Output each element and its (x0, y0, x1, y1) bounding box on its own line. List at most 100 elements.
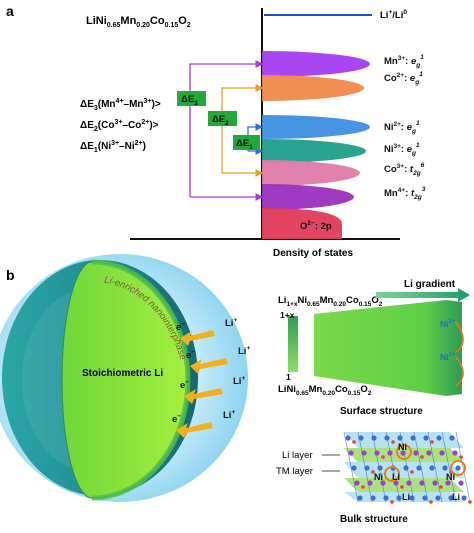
dos-band-label: Co2+: eg1 (384, 71, 423, 86)
oxygen-atom (400, 485, 404, 489)
lattice-atom (361, 450, 367, 456)
oxygen-atom (390, 500, 394, 504)
lattice-atom (357, 495, 363, 501)
dE1-box-label: ΔE1 (236, 138, 253, 151)
lattice-bond (441, 431, 457, 503)
li-insertion-arrow (180, 330, 215, 346)
lattice-atom (370, 495, 376, 501)
oxygen-atom (391, 440, 395, 444)
panel-b-label: b (6, 267, 15, 283)
panel-a-formula: LiNi0.65Mn0.20Co0.15O2 (86, 15, 191, 29)
li-insertion-arrow (184, 388, 223, 404)
electron-label: e− (186, 349, 195, 361)
li-insertion-arrow (190, 358, 228, 374)
dos-band (262, 184, 354, 210)
lattice-layer (344, 462, 464, 478)
bulk-atom-label: Li (392, 472, 400, 482)
lattice-atom (416, 465, 422, 471)
dos-bands (262, 51, 370, 239)
dos-band-label: O2−: 2p (300, 220, 332, 232)
lattice-atom (422, 495, 428, 501)
oxygen-atom (430, 440, 434, 444)
surface-bottom-formula: LiNi0.65Mn0.20Co0.15O2 (278, 384, 372, 397)
bulk-atom-label: Ni (374, 472, 383, 482)
lattice-atom (364, 465, 370, 471)
dE2-box-label: ΔE2 (212, 114, 229, 127)
lattice-atom (377, 465, 383, 471)
lattice-atom (354, 480, 360, 486)
oxygen-atom (420, 455, 424, 459)
li-ion-label: Li+ (233, 375, 245, 387)
electron-label: e− (176, 321, 185, 333)
lattice-atom (413, 450, 419, 456)
inequality-line-2: ΔE2(Co3+–Co2+)> (80, 119, 159, 133)
lattice-atom (345, 435, 351, 441)
tm-layer-label: TM layer (276, 466, 313, 477)
lattice-atom (351, 465, 357, 471)
oxygen-atom (410, 470, 414, 474)
lattice-atom (429, 465, 435, 471)
highlight-ring (450, 460, 466, 476)
lattice-atom (458, 480, 464, 486)
oxygen-atom (361, 485, 365, 489)
inequality-line-3: ΔE1(Ni3+–Ni2+) (80, 140, 146, 154)
core-label: Stoichiometric Li (82, 368, 163, 379)
li-ion-label: Li+ (238, 345, 250, 357)
bulk-atom-label: Ni (398, 442, 407, 452)
dos-band-label: Mn4+: t2g3 (384, 186, 426, 201)
surface-slab (314, 300, 462, 396)
panel-a: a LiNi0.65Mn0.20Co0.15O2 Density of stat… (6, 3, 426, 259)
lattice-atom (400, 450, 406, 456)
dos-band (262, 208, 342, 239)
dos-axis-label: Density of states (273, 248, 353, 259)
lattice-bond (455, 431, 471, 503)
li-ion-arrows: e−Li+e−Li+e−Li+e−Li+ (172, 317, 250, 438)
li-ion-label: Li+ (223, 409, 235, 421)
dos-band (262, 139, 366, 163)
dE3-box-label: ΔE3 (181, 94, 198, 107)
lattice-atom (439, 450, 445, 456)
lattice-atom (442, 465, 448, 471)
lattice-atom (455, 465, 461, 471)
panel-b: b Li-enriched nanointerphase Stoichiomet… (0, 254, 472, 525)
electron-label: e− (172, 413, 181, 425)
dE2-box (208, 111, 237, 126)
panel-a-label: a (6, 3, 14, 19)
oxygen-atom (381, 455, 385, 459)
dos-band (262, 160, 360, 186)
surface-structure-title: Surface structure (340, 406, 423, 417)
lattice-atom (409, 495, 415, 501)
lattice-atom (397, 435, 403, 441)
dos-band (262, 115, 370, 139)
lattice-atom (348, 450, 354, 456)
lattice-atom (374, 450, 380, 456)
lattice-bond (427, 431, 443, 503)
bar-bottom-label: 1 (286, 372, 291, 382)
surface-top-formula: Li1+xNi0.65Mn0.20Co0.15O2 (278, 295, 383, 308)
dE3-box (177, 91, 206, 106)
lattice-atom (371, 435, 377, 441)
lattice-atom (461, 495, 467, 501)
lattice-atom (403, 465, 409, 471)
nanointerphase-shell (91, 259, 191, 501)
lattice-atom (448, 495, 454, 501)
oxygen-atom (468, 500, 472, 504)
oxygen-atom (459, 455, 463, 459)
bulk-atom-label: Li (452, 492, 460, 502)
li-insertion-arrow (176, 422, 213, 438)
li-content-bar (288, 316, 298, 372)
lattice-atom (387, 450, 393, 456)
dos-band (262, 51, 370, 77)
lattice-atom (384, 435, 390, 441)
lattice-atom (367, 480, 373, 486)
oxygen-atom (352, 440, 356, 444)
lattice-atom (358, 435, 364, 441)
dE1-box (233, 135, 260, 150)
highlight-ring (384, 466, 400, 482)
inequality-line-1: ΔE3(Mn4+–Mn3+)> (80, 98, 161, 112)
li-gradient-label: Li gradient (404, 279, 456, 290)
bulk-lattice (343, 431, 472, 504)
